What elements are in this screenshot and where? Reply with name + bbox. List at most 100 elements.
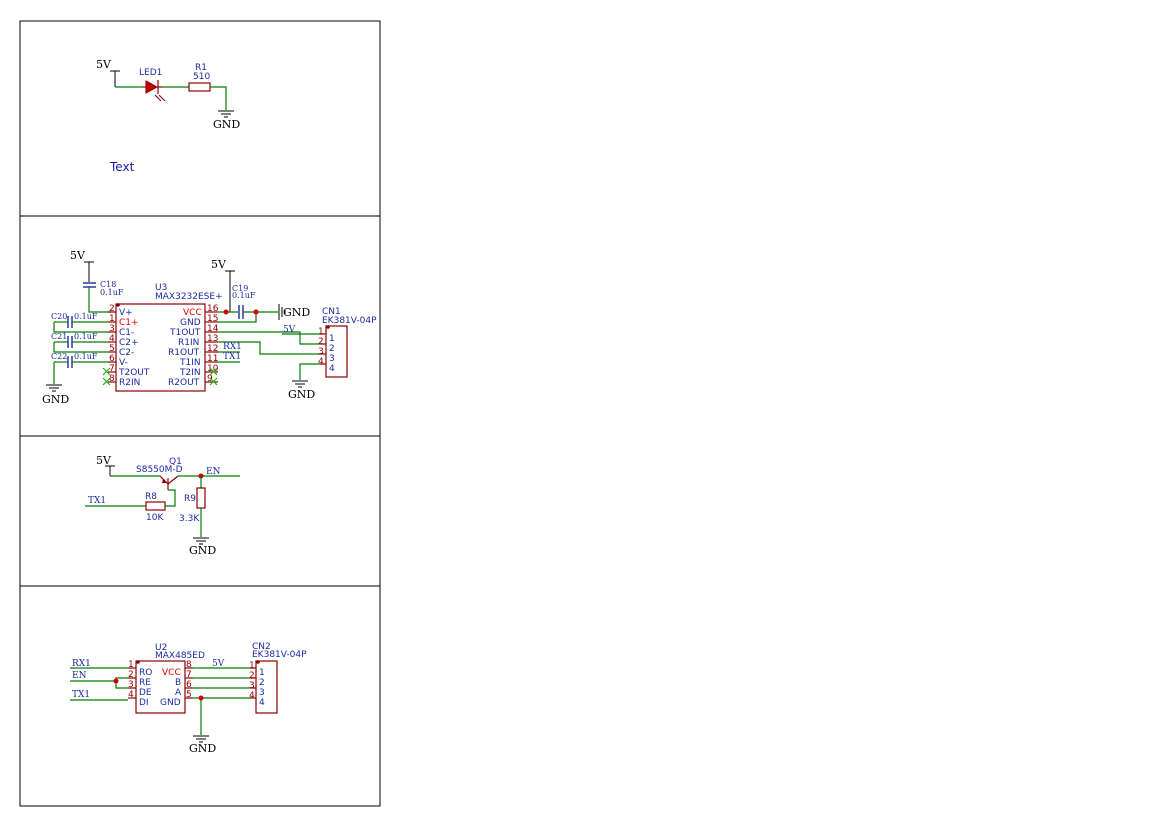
wire: [53, 322, 108, 333]
power-5v-symbol: [105, 465, 115, 476]
c21-value-label: 0.1uF: [74, 332, 98, 341]
net-label-5v: 5V: [96, 454, 112, 467]
r1-value-label: 510: [193, 72, 210, 82]
pin-number: 2: [128, 670, 134, 680]
panel-led: [19, 20, 381, 217]
u2-right-pins: 8 7 6 5 VCC B A GND: [160, 660, 193, 708]
u3-right-pin-labels: VCC 16 GND 15 T1OUT 14 R1IN 13 R1OUT 12 …: [168, 304, 219, 388]
r9-value-label: 3.3K: [179, 514, 200, 524]
resistor-r1: [188, 82, 211, 92]
c19-ref-label: C19: [232, 284, 248, 293]
pin-number: 3: [109, 324, 115, 334]
u3-left-pin-stubs: [108, 311, 116, 383]
pin-number: 7: [109, 364, 115, 374]
power-5v-symbol: [110, 70, 120, 87]
pin-name: 4: [259, 698, 265, 708]
resistor-r9: [196, 487, 206, 509]
u3-right-pin-stubs: [205, 311, 218, 383]
net-label-rx1: RX1: [223, 342, 242, 352]
pin-number: 3: [249, 681, 255, 691]
net-label-5v: 5V: [96, 58, 112, 71]
pin-name: 3: [259, 688, 265, 698]
pin-name: R1OUT: [168, 348, 200, 358]
pin-name: 2: [329, 344, 335, 354]
pin-name: 3: [329, 354, 335, 364]
ground-symbol: [292, 380, 308, 388]
ground-symbol: [193, 537, 209, 545]
pin-name: 1: [259, 668, 265, 678]
c20-value-label: 0.1uF: [74, 312, 98, 321]
ic-u2: [135, 660, 186, 714]
u2-left-pins: 1 2 3 4 RO RE DE DI: [128, 660, 152, 708]
pin-name: R1IN: [178, 338, 199, 348]
pin-name: T2OUT: [118, 368, 150, 378]
pin-number: 7: [186, 670, 192, 680]
ground-symbol: [193, 735, 209, 743]
resistor-r8: [145, 501, 166, 511]
net-label-5v: 5V: [70, 249, 86, 262]
pin-number: 9: [207, 374, 213, 384]
pin1-marker: [116, 303, 120, 307]
u3-ref-label: U3: [155, 283, 167, 293]
net-label-gnd: GND: [189, 544, 216, 557]
cn1-part-label: EK381V-04P: [322, 316, 377, 326]
u3-part-label: MAX3232ESE+: [155, 292, 223, 302]
net-label-rx1: RX1: [72, 659, 91, 669]
q1-ref-label: Q1: [169, 457, 182, 467]
pin-name: V+: [119, 308, 133, 318]
pin-number: 1: [128, 660, 134, 670]
c22-value-label: 0.1uF: [74, 352, 98, 361]
r8-ref-label: R8: [145, 492, 157, 502]
u3-left-pin-labels: 2 V+ 1 C1+ 3 C1- 4 C2+ 5 C2- 6 V- 7 T2OU…: [109, 304, 150, 388]
pin-name: C1-: [119, 328, 134, 338]
pin-number: 1: [249, 661, 255, 671]
pin-number: 12: [207, 344, 218, 354]
wire: [88, 287, 111, 313]
c18-value-label: 0.1uF: [100, 288, 124, 297]
pin-name: RO: [139, 668, 152, 678]
ground-symbol: [46, 384, 62, 392]
led-symbol: [143, 80, 166, 102]
text-note: Text: [109, 160, 135, 174]
q1-part-label: S8550M-D: [136, 465, 183, 475]
wire: [218, 312, 257, 323]
ground-symbol: [278, 304, 286, 320]
c21-ref-label: C21: [51, 332, 67, 341]
pin-number: 4: [109, 334, 115, 344]
panel-transistor: [19, 435, 381, 587]
pin-name: VCC: [183, 308, 202, 318]
pin-number: 6: [109, 354, 115, 364]
led-ref-label: LED1: [139, 68, 162, 78]
junction-dot: [198, 695, 204, 701]
pin1-marker: [136, 660, 140, 664]
connector-cn2: [255, 660, 278, 714]
pin-number: 2: [318, 337, 324, 347]
cn2-pins: 1 2 3 4 1 2 3 4: [249, 661, 265, 708]
pin-number: 5: [109, 344, 115, 354]
capacitor-c20: [67, 316, 73, 328]
cn2-ref-label: CN2: [252, 642, 271, 652]
pin-name: C1+: [119, 318, 139, 328]
pin-number: 5: [186, 690, 192, 700]
pin-number: 8: [109, 374, 115, 384]
no-connect-marker: [209, 367, 218, 386]
pin-name: R2OUT: [168, 378, 200, 388]
junction-dot: [113, 678, 119, 684]
capacitor-c21: [67, 336, 73, 348]
pin-name: V-: [119, 358, 128, 368]
net-label-5v: 5V: [211, 258, 227, 271]
connector-cn1: [325, 325, 348, 378]
net-label-tx1: TX1: [223, 352, 241, 362]
u2-part-label: MAX485ED: [155, 651, 205, 661]
wire: [218, 341, 320, 355]
junction-dot: [223, 309, 229, 315]
net-label-tx1: TX1: [88, 496, 106, 506]
pin1-marker: [326, 325, 330, 329]
net-label-en: EN: [72, 671, 87, 681]
net-label-gnd: GND: [42, 393, 69, 406]
pin-name: DI: [139, 698, 149, 708]
pin-number: 4: [318, 357, 324, 367]
pin-number: 2: [249, 671, 255, 681]
net-label-tx1: TX1: [72, 690, 90, 700]
